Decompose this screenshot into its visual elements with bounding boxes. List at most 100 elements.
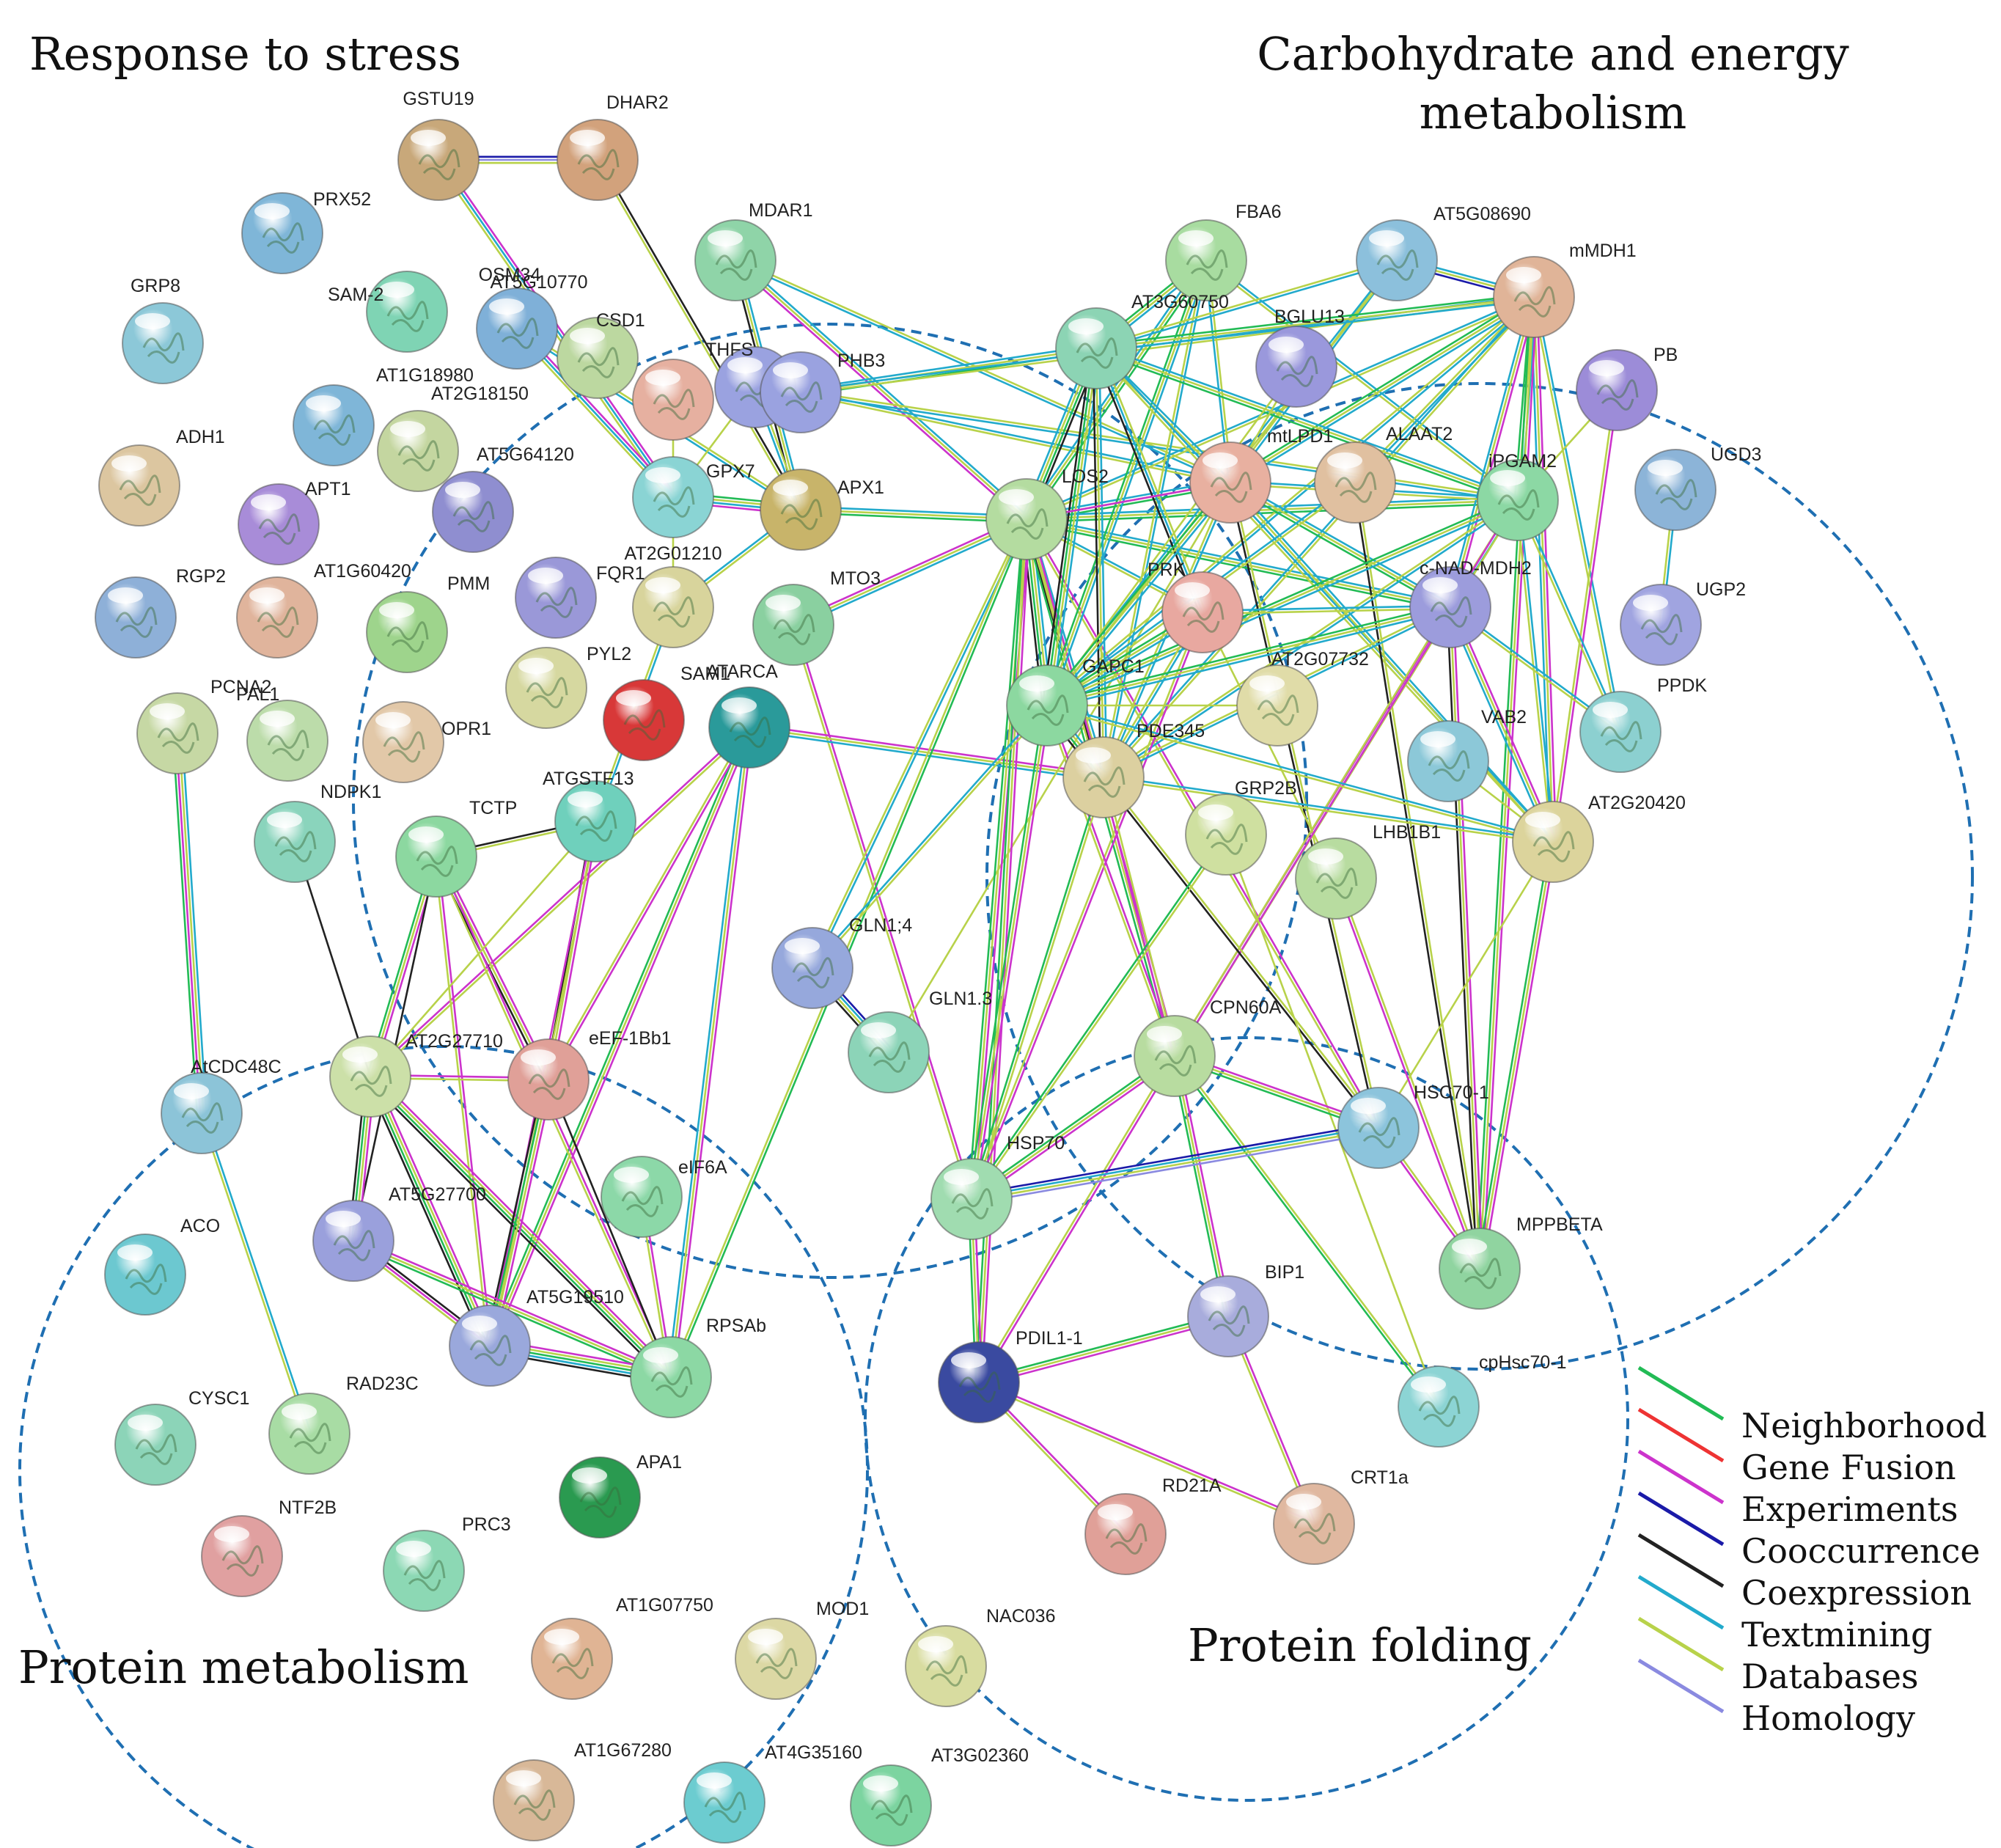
node-prc3[interactable]: PRC3: [383, 1514, 511, 1612]
node-fqr1[interactable]: FQR1: [515, 557, 645, 639]
node-grp8[interactable]: GRP8: [122, 276, 204, 384]
node-highlight: [645, 370, 680, 386]
protein-structure-icon: [577, 149, 620, 180]
node-cpn60a[interactable]: CPN60A: [1134, 997, 1282, 1097]
node-mdar1[interactable]: MDAR1: [694, 200, 813, 301]
node-ndpk1[interactable]: NDPK1: [254, 782, 381, 883]
node-phb3[interactable]: PHB3: [760, 351, 885, 433]
node-at5g10770[interactable]: AT5G10770: [491, 272, 639, 399]
node-adh1[interactable]: ADH1: [98, 427, 225, 527]
node-dhar2[interactable]: DHAR2: [557, 92, 669, 201]
node-bip1[interactable]: BIP1: [1187, 1262, 1304, 1357]
protein-structure-icon: [333, 1230, 375, 1261]
node-prx52[interactable]: PRX52: [241, 189, 371, 274]
node-bglu13[interactable]: BGLU13: [1255, 307, 1345, 408]
node-apt1[interactable]: APT1: [238, 479, 351, 565]
node-hsc70-1[interactable]: HSC70-1: [1337, 1082, 1489, 1169]
node-apx1[interactable]: APX1: [760, 469, 884, 551]
node-rd21a[interactable]: RD21A: [1084, 1475, 1222, 1575]
node-gln1-3[interactable]: GLN1.3: [848, 989, 992, 1093]
node-csd1[interactable]: CSD1: [596, 310, 714, 441]
node-at2g20420[interactable]: AT2G20420: [1512, 793, 1686, 883]
node-at5g64120[interactable]: AT5G64120: [432, 444, 574, 553]
node-at1g67280[interactable]: AT1G67280: [493, 1740, 672, 1841]
node-at2g27710[interactable]: AT2G27710: [329, 1031, 503, 1118]
node-lhb1b1[interactable]: LHB1B1: [1295, 822, 1441, 920]
node-pyl2[interactable]: PYL2: [505, 644, 631, 729]
node-label: MTO3: [830, 568, 881, 589]
node-at2g07732[interactable]: AT2G07732: [1236, 649, 1369, 747]
node-rgp2[interactable]: RGP2: [95, 566, 226, 659]
node-atgstf13[interactable]: ATGSTF13: [543, 769, 636, 862]
node-osm34[interactable]: OSM34: [476, 265, 558, 370]
protein-structure-icon: [397, 440, 440, 472]
node-opr1[interactable]: OPR1: [362, 701, 491, 783]
node-sam-2[interactable]: SAM-2: [328, 271, 448, 353]
node-apa1[interactable]: APA1: [559, 1452, 682, 1539]
node-at3g60750[interactable]: AT3G60750: [1055, 292, 1229, 389]
edge-pcna2-atcdc48c: [172, 732, 208, 1115]
cluster-title-fold: Protein folding: [1188, 1618, 1532, 1672]
node-pcna2[interactable]: PCNA2: [136, 677, 271, 774]
node-vab2[interactable]: VAB2: [1407, 707, 1527, 802]
node-highlight: [1490, 470, 1525, 486]
node-tctp[interactable]: TCTP: [395, 798, 517, 898]
node-crt1a[interactable]: CRT1a: [1273, 1467, 1409, 1565]
node-at4g35160[interactable]: AT4G35160: [683, 1742, 862, 1844]
node-at5g08690[interactable]: AT5G08690: [1356, 204, 1531, 301]
node-at2g18150[interactable]: AT2G18150: [377, 384, 529, 492]
node-rad23c[interactable]: RAD23C: [268, 1374, 419, 1475]
protein-structure-icon: [1428, 750, 1470, 782]
node-sam1[interactable]: SAM1: [603, 664, 730, 761]
node-nac036[interactable]: NAC036: [905, 1606, 1056, 1707]
node-at5g19510[interactable]: AT5G19510: [449, 1287, 624, 1387]
node-ntf2b[interactable]: NTF2B: [201, 1497, 337, 1597]
node-label: THFS: [705, 340, 753, 360]
node-pb[interactable]: PB: [1576, 345, 1678, 431]
node-at5g27700[interactable]: AT5G27700: [312, 1184, 486, 1282]
node-pmm[interactable]: PMM: [366, 573, 490, 673]
node-at1g07750[interactable]: AT1G07750: [531, 1595, 713, 1700]
legend-label: Cooccurrence: [1741, 1531, 1980, 1571]
node-atarca[interactable]: ATARCA: [706, 661, 790, 769]
node-los2[interactable]: LOS2: [985, 466, 1109, 560]
node-pal1[interactable]: PAL1: [236, 684, 328, 782]
node-mmdh1[interactable]: mMDH1: [1493, 241, 1637, 338]
node-eef-1bb1[interactable]: eEF-1Bb1: [507, 1028, 672, 1121]
node-at1g60420[interactable]: AT1G60420: [236, 561, 411, 659]
node-gstu19[interactable]: GSTU19: [397, 89, 480, 201]
node-mppbeta[interactable]: MPPBETA: [1439, 1214, 1603, 1310]
node-ugp2[interactable]: UGP2: [1620, 579, 1746, 666]
edge-prk-c-nad-mdh2: [1201, 604, 1452, 615]
node-atcdc48c[interactable]: AtCDC48C: [161, 1057, 282, 1154]
node-fba6[interactable]: FBA6: [1165, 202, 1282, 301]
node-gpx7[interactable]: GPX7: [632, 456, 755, 538]
node-eif6a[interactable]: eIF6A: [601, 1156, 727, 1238]
node-mto3[interactable]: MTO3: [752, 568, 881, 666]
node-at1g18980[interactable]: AT1G18980: [293, 365, 474, 466]
node-pde345[interactable]: PDE345: [1062, 721, 1205, 818]
node-cphsc70-1[interactable]: cpHsc70-1: [1398, 1352, 1567, 1448]
node-ugd3[interactable]: UGD3: [1634, 444, 1761, 531]
edge-pb-at2g20420: [1550, 389, 1620, 843]
node-cysc1[interactable]: CYSC1: [114, 1388, 249, 1486]
node-ppdk[interactable]: PPDK: [1579, 675, 1707, 773]
node-label: eEF-1Bb1: [589, 1028, 672, 1049]
node-hsp70[interactable]: HSP70: [930, 1133, 1065, 1240]
node-rpsab[interactable]: RPSAb: [630, 1316, 766, 1418]
node-grp2b[interactable]: GRP2B: [1185, 778, 1297, 876]
node-gapc1[interactable]: GAPC1: [1006, 656, 1145, 747]
node-gln1-4[interactable]: GLN1;4: [771, 915, 912, 1009]
node-alaat2[interactable]: ALAAT2: [1314, 424, 1453, 524]
node-prk[interactable]: PRK: [1148, 560, 1244, 653]
node-highlight: [1369, 230, 1404, 246]
node-aco[interactable]: ACO: [104, 1216, 220, 1316]
node-mod1[interactable]: MOD1: [735, 1599, 869, 1700]
node-pdil1-1[interactable]: PDIL1-1: [938, 1328, 1083, 1423]
edge-mtlpd1-c-nad-mdh2: [1227, 479, 1453, 611]
node-mtlpd1[interactable]: mtLPD1: [1189, 426, 1333, 524]
node-c-nad-mdh2[interactable]: c-NAD-MDH2: [1409, 558, 1532, 648]
node-ipgam2[interactable]: iPGAM2: [1477, 451, 1559, 541]
node-at3g02360[interactable]: AT3G02360: [850, 1745, 1029, 1847]
node-at2g01210[interactable]: AT2G01210: [625, 543, 722, 648]
